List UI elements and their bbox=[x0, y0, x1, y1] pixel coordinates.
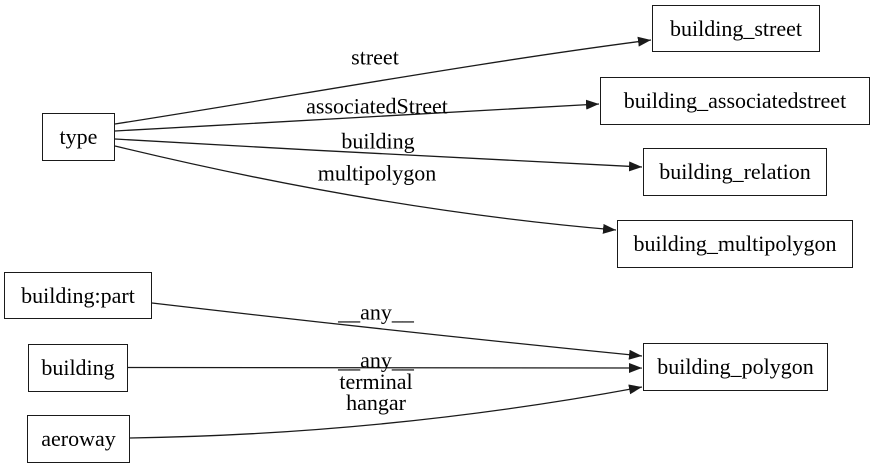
node-building-street: building_street bbox=[652, 5, 820, 52]
edge-type-building-multipolygon bbox=[114, 145, 617, 234]
node-type: type bbox=[42, 113, 115, 161]
edge-label-multipolygon: multipolygon bbox=[317, 160, 437, 186]
edge-building-building-polygon bbox=[127, 362, 643, 373]
node-building-part: building:part bbox=[4, 272, 152, 319]
edge-type-building-associatedstreet bbox=[114, 99, 600, 132]
edge-label-building: building bbox=[341, 128, 415, 154]
edge-label-any-building: __any__ bbox=[338, 347, 414, 373]
edge-type-building-relation bbox=[114, 138, 643, 172]
edge-label-any-building-part: __any__ bbox=[338, 299, 414, 325]
node-aeroway: aeroway bbox=[27, 415, 130, 463]
node-building-associatedstreet: building_associatedstreet bbox=[600, 77, 870, 125]
node-building-multipolygon: building_multipolygon bbox=[617, 220, 853, 268]
edge-label-terminal-hangar: terminal hangar bbox=[339, 369, 413, 415]
edge-aeroway-building-polygon bbox=[129, 384, 643, 439]
edge-label-associatedstreet: associatedStreet bbox=[306, 93, 448, 119]
node-building: building bbox=[28, 344, 128, 392]
node-building-relation: building_relation bbox=[643, 148, 827, 196]
node-building-polygon: building_polygon bbox=[643, 343, 828, 391]
edge-label-street: street bbox=[351, 44, 399, 70]
edge-building-part-building-polygon bbox=[151, 302, 643, 360]
edge-type-building-street bbox=[114, 36, 652, 125]
